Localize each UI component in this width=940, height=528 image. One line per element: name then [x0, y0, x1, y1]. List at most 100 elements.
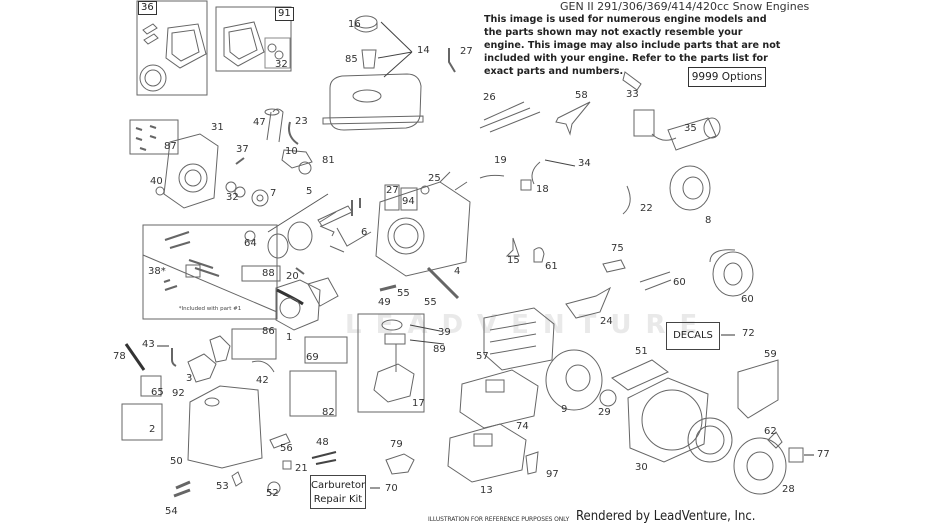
part-label-2[interactable]: 2	[149, 424, 156, 435]
muffler-icon	[459, 369, 539, 429]
part-label-32b[interactable]: 32	[226, 192, 239, 203]
part-label-26[interactable]: 26	[483, 92, 496, 103]
part-label-14[interactable]: 14	[417, 45, 430, 56]
part-label-55a[interactable]: 55	[397, 288, 410, 299]
part-label-97[interactable]: 97	[546, 469, 559, 480]
part-label-3[interactable]: 3	[186, 373, 193, 384]
part-label-75[interactable]: 75	[611, 243, 624, 254]
part-label-60b[interactable]: 60	[741, 294, 754, 305]
part-label-59[interactable]: 59	[764, 349, 777, 360]
part-label-50[interactable]: 50	[170, 456, 183, 467]
part-label-5[interactable]: 5	[306, 186, 313, 197]
kit-27-label: 27	[386, 185, 399, 196]
carburetor-repair-kit-box[interactable]: Carburetor Repair Kit	[310, 475, 366, 509]
part-label-20[interactable]: 20	[286, 271, 299, 282]
reference-disclaimer: ILLUSTRATION FOR REFERENCE PURPOSES ONLY	[428, 516, 570, 523]
recoil-starter-icon	[733, 437, 787, 495]
part-label-35[interactable]: 35	[684, 123, 697, 134]
part-label-23[interactable]: 23	[295, 116, 308, 127]
engine-shroud-icon	[187, 385, 263, 469]
cam-gear-icon	[251, 189, 269, 207]
part-label-57[interactable]: 57	[476, 351, 489, 362]
part-label-24[interactable]: 24	[600, 316, 613, 327]
part-label-27[interactable]: 27	[460, 46, 473, 57]
part-label-34[interactable]: 34	[578, 158, 591, 169]
diagram-title: GEN II 291/306/369/414/420cc Snow Engine…	[560, 0, 810, 13]
part-label-49[interactable]: 49	[378, 297, 391, 308]
part-label-60a[interactable]: 60	[673, 277, 686, 288]
part-label-8[interactable]: 8	[705, 215, 712, 226]
part-label-18[interactable]: 18	[536, 184, 549, 195]
part-label-53[interactable]: 53	[216, 481, 229, 492]
part-label-43[interactable]: 43	[142, 339, 155, 350]
carburetor-kit-17-frame	[357, 313, 425, 413]
part-label-51[interactable]: 51	[635, 346, 648, 357]
part-label-61[interactable]: 61	[545, 261, 558, 272]
part-label-17[interactable]: 17	[412, 398, 425, 409]
part-label-79[interactable]: 79	[390, 439, 403, 450]
part-label-4[interactable]: 4	[454, 266, 461, 277]
part-label-16[interactable]: 16	[348, 19, 361, 30]
part-label-77[interactable]: 77	[817, 449, 830, 460]
kit-94-label: 94	[402, 196, 415, 207]
fuel-tank-icon	[329, 73, 422, 131]
part-label-7[interactable]: 7	[270, 188, 277, 199]
part-label-86[interactable]: 86	[262, 326, 275, 337]
valve-kit-38-frame	[142, 224, 278, 320]
part-label-74[interactable]: 74	[516, 421, 529, 432]
part-label-55b[interactable]: 55	[424, 297, 437, 308]
part-label-33[interactable]: 33	[626, 89, 639, 100]
part-label-65[interactable]: 65	[151, 387, 164, 398]
part-label-28[interactable]: 28	[782, 484, 795, 495]
part-label-89[interactable]: 89	[433, 344, 446, 355]
part-label-15[interactable]: 15	[507, 255, 520, 266]
cooling-fan-icon	[545, 349, 603, 411]
part-label-54[interactable]: 54	[165, 506, 178, 517]
part-label-22[interactable]: 22	[640, 203, 653, 214]
part-label-72[interactable]: 72	[742, 328, 755, 339]
part-label-40[interactable]: 40	[150, 176, 163, 187]
part-label-29[interactable]: 29	[598, 407, 611, 418]
bolt-kit-86-frame	[231, 328, 277, 360]
part-label-92[interactable]: 92	[172, 388, 185, 399]
part-label-81[interactable]: 81	[322, 155, 335, 166]
part-label-6[interactable]: 6	[361, 227, 368, 238]
gasket-icon	[165, 23, 207, 69]
part-label-52[interactable]: 52	[266, 488, 279, 499]
part-label-9[interactable]: 9	[561, 404, 568, 415]
part-label-1[interactable]: 1	[286, 332, 293, 343]
part-label-48[interactable]: 48	[316, 437, 329, 448]
part-label-19[interactable]: 19	[494, 155, 507, 166]
part-label-87[interactable]: 87	[164, 141, 177, 152]
part-label-37[interactable]: 37	[236, 144, 249, 155]
part-label-25[interactable]: 25	[428, 173, 441, 184]
part-label-32[interactable]: 32	[275, 59, 288, 70]
kit-82-frame	[289, 370, 337, 417]
part-label-31[interactable]: 31	[211, 122, 224, 133]
part-label-56[interactable]: 56	[280, 443, 293, 454]
part-label-78[interactable]: 78	[113, 351, 126, 362]
disclaimer-note: This image is used for numerous engine m…	[484, 14, 781, 77]
part-label-21[interactable]: 21	[295, 463, 308, 474]
kit-91-label: 91	[275, 7, 294, 21]
blower-housing-icon	[627, 377, 709, 463]
part-label-10[interactable]: 10	[285, 146, 298, 157]
part-label-13[interactable]: 13	[480, 485, 493, 496]
part-label-39[interactable]: 39	[438, 327, 451, 338]
decals-box[interactable]: DECALS	[666, 322, 720, 350]
part-label-85[interactable]: 85	[345, 54, 358, 65]
part-label-88[interactable]: 88	[262, 268, 275, 279]
cylinder-head-icon	[275, 279, 321, 331]
part-label-82[interactable]: 82	[322, 407, 335, 418]
part-label-69[interactable]: 69	[306, 352, 319, 363]
part-label-70[interactable]: 70	[385, 483, 398, 494]
part-label-42[interactable]: 42	[256, 375, 269, 386]
muffler-guard-icon	[483, 307, 555, 371]
part-label-62[interactable]: 62	[764, 426, 777, 437]
piston-ring-icon	[267, 233, 289, 259]
part-label-30[interactable]: 30	[635, 462, 648, 473]
part-label-64[interactable]: 64	[244, 238, 257, 249]
options-box[interactable]: 9999 Options	[688, 67, 766, 87]
part-label-47[interactable]: 47	[253, 117, 266, 128]
part-label-58[interactable]: 58	[575, 90, 588, 101]
